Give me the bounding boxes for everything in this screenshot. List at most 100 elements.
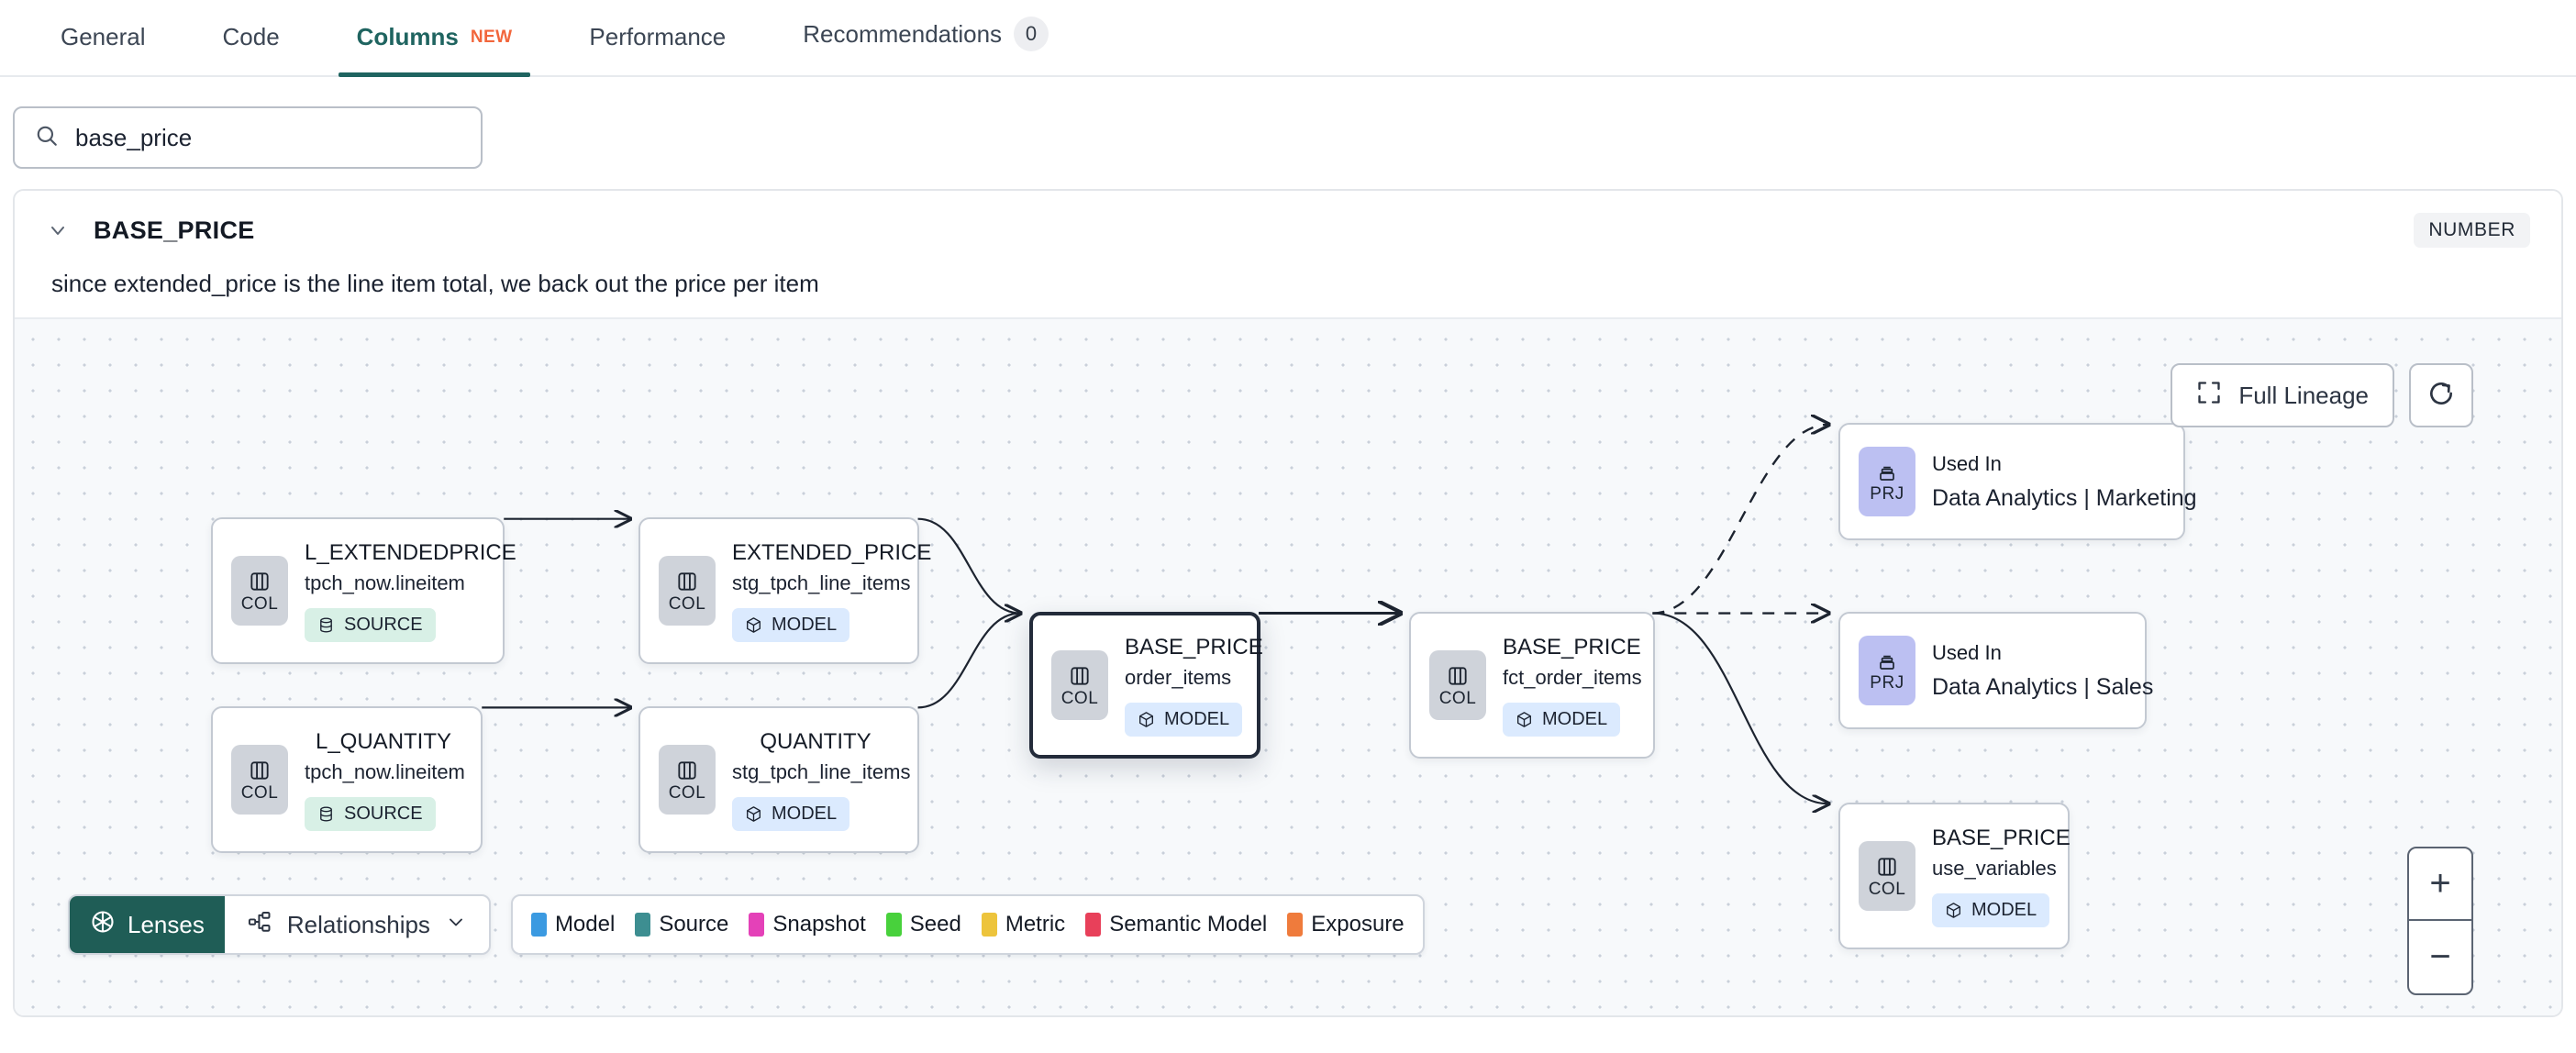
legend-label: Snapshot xyxy=(772,912,866,937)
badge-label: MODEL xyxy=(1542,708,1608,729)
tab-label: General xyxy=(61,23,146,50)
tab-label: Columns xyxy=(356,23,459,50)
chip-label: COL xyxy=(1438,688,1477,708)
lenses-button[interactable]: Lenses xyxy=(70,896,225,953)
tab-general[interactable]: General xyxy=(42,23,164,75)
lineage-node-base-price-fct-order-items[interactable]: COL BASE_PRICE fct_order_items MODEL xyxy=(1409,612,1655,759)
node-title: BASE_PRICE xyxy=(1125,634,1263,660)
lineage-node-base-price-use-variables[interactable]: COL BASE_PRICE use_variables MODEL xyxy=(1838,803,2071,949)
column-type-chip: COL xyxy=(659,556,716,626)
node-title: BASE_PRICE xyxy=(1503,634,1641,660)
legend-swatch xyxy=(981,913,997,937)
legend-label: Exposure xyxy=(1311,912,1405,937)
legend-swatch xyxy=(635,913,651,937)
chevron-down-icon xyxy=(445,911,467,939)
zoom-out-button[interactable]: − xyxy=(2429,937,2451,977)
node-subtitle: Data Analytics | Sales xyxy=(1932,673,2154,700)
column-type-chip: COL xyxy=(1429,650,1486,720)
full-lineage-label: Full Lineage xyxy=(2238,381,2369,409)
lineage-node-quantity[interactable]: COL QUANTITY stg_tpch_line_items MODEL xyxy=(638,706,919,853)
chip-label: COL xyxy=(240,782,279,803)
expand-icon xyxy=(2196,380,2222,412)
lineage-node-extended-price[interactable]: COL EXTENDED_PRICE stg_tpch_line_items M… xyxy=(638,517,931,664)
node-subtitle: stg_tpch_line_items xyxy=(732,571,911,594)
column-type-chip: COL xyxy=(1051,650,1108,720)
lineage-edges xyxy=(482,319,2561,1015)
edge-solid xyxy=(917,614,1021,709)
column-type-badge: NUMBER xyxy=(2414,213,2530,248)
legend-label: Source xyxy=(659,912,729,937)
node-title: QUANTITY xyxy=(760,728,872,754)
lineage-node-l-extendedprice[interactable]: COL L_EXTENDEDPRICE tpch_now.lineitem SO… xyxy=(211,517,516,664)
lenses-group: Lenses Relationships xyxy=(68,894,491,955)
tab-recommendations[interactable]: Recommendations 0 xyxy=(784,17,1067,75)
badge-label: SOURCE xyxy=(344,614,423,635)
lineage-node-base-price-order-items[interactable]: COL BASE_PRICE order_items MODEL xyxy=(1029,612,1263,759)
column-title-row: BASE_PRICE NUMBER xyxy=(46,213,2530,248)
tab-label: Performance xyxy=(589,23,727,50)
lineage-node-l-quantity[interactable]: COL L_QUANTITY tpch_now.lineitem SOURCE xyxy=(211,706,483,853)
chip-label: PRJ xyxy=(1870,672,1904,693)
canvas-bottom-bar: Lenses Relationships xyxy=(68,894,1425,955)
relationships-icon xyxy=(247,909,272,941)
chip-label: COL xyxy=(240,593,279,614)
edge-solid xyxy=(1652,612,1828,804)
legend-label: Semantic Model xyxy=(1109,912,1268,937)
badge-label: SOURCE xyxy=(344,803,423,824)
node-subtitle: tpch_now.lineitem xyxy=(305,571,465,594)
legend-swatch xyxy=(1085,913,1102,937)
search-row xyxy=(0,77,2576,189)
node-title: Used In xyxy=(1932,451,2002,475)
column-panel-header: BASE_PRICE NUMBER since extended_price i… xyxy=(15,191,2561,298)
node-type-legend: Model Source Snapshot Seed Metric xyxy=(510,894,1425,955)
legend-item-model: Model xyxy=(530,912,615,937)
lenses-label: Lenses xyxy=(128,910,205,938)
new-badge: NEW xyxy=(470,27,513,47)
chevron-down-icon[interactable] xyxy=(46,218,70,242)
lineage-node-project-marketing[interactable]: PRJ Used In Data Analytics | Marketing xyxy=(1838,423,2197,540)
project-type-chip: PRJ xyxy=(1859,636,1915,705)
legend-label: Metric xyxy=(1005,912,1066,937)
node-title: Used In xyxy=(1932,640,2002,664)
legend-item-exposure: Exposure xyxy=(1287,912,1405,937)
recommendations-count-badge: 0 xyxy=(1014,17,1049,51)
search-input[interactable] xyxy=(75,123,461,152)
tab-code[interactable]: Code xyxy=(205,23,298,75)
tab-columns[interactable]: Columns NEW xyxy=(338,23,531,77)
node-subtitle: fct_order_items xyxy=(1503,665,1642,689)
full-lineage-button[interactable]: Full Lineage xyxy=(2171,363,2394,427)
project-type-chip: PRJ xyxy=(1859,447,1915,516)
lineage-node-project-sales[interactable]: PRJ Used In Data Analytics | Sales xyxy=(1838,612,2154,729)
legend-swatch xyxy=(749,913,765,937)
badge-label: MODEL xyxy=(772,803,838,824)
legend-swatch xyxy=(885,913,902,937)
materialization-badge: MODEL xyxy=(732,796,850,831)
aperture-icon xyxy=(90,909,116,941)
zoom-controls[interactable]: + − xyxy=(2407,847,2473,995)
legend-item-source: Source xyxy=(635,912,728,937)
tab-performance[interactable]: Performance xyxy=(571,23,744,75)
legend-item-seed: Seed xyxy=(885,912,961,937)
legend-swatch xyxy=(530,913,547,937)
edge-dashed xyxy=(1652,425,1828,615)
materialization-badge: SOURCE xyxy=(305,607,436,642)
node-title: BASE_PRICE xyxy=(1932,825,2071,850)
column-description: since extended_price is the line item to… xyxy=(51,270,819,297)
relationships-label: Relationships xyxy=(286,910,430,938)
tab-bar: General Code Columns NEW Performance Rec… xyxy=(0,0,2576,77)
zoom-in-button[interactable]: + xyxy=(2409,848,2471,921)
materialization-badge: MODEL xyxy=(1503,702,1621,737)
refresh-button[interactable] xyxy=(2409,363,2473,427)
relationships-dropdown[interactable]: Relationships xyxy=(225,896,489,953)
chip-label: COL xyxy=(1868,879,1906,899)
chip-label: COL xyxy=(1060,688,1099,708)
lineage-canvas[interactable]: COL L_EXTENDEDPRICE tpch_now.lineitem SO… xyxy=(15,317,2561,1015)
column-panel: BASE_PRICE NUMBER since extended_price i… xyxy=(13,189,2563,1017)
materialization-badge: SOURCE xyxy=(305,796,436,831)
legend-swatch xyxy=(1287,913,1304,937)
column-type-chip: COL xyxy=(231,745,288,815)
refresh-icon xyxy=(2426,379,2456,413)
search-box[interactable] xyxy=(13,106,483,169)
badge-label: MODEL xyxy=(1971,899,2037,920)
node-subtitle: tpch_now.lineitem xyxy=(305,759,465,783)
